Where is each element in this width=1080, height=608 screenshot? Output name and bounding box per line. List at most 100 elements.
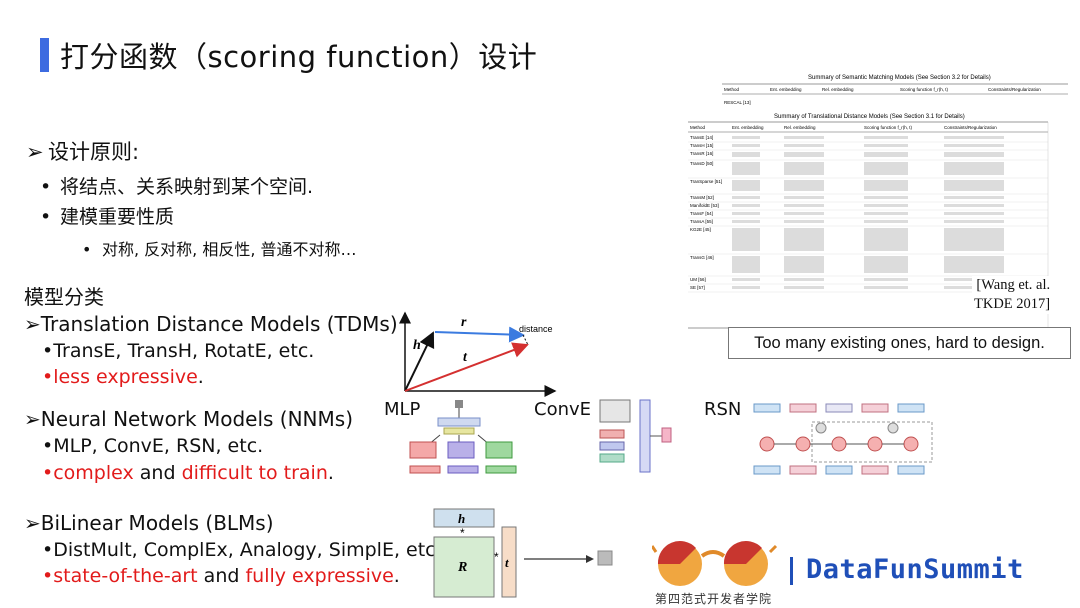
citation-line-2: TKDE 2017] [974, 296, 1051, 312]
table1-header-rel: Rel. embedding [822, 87, 854, 92]
dot-icon: • [42, 435, 54, 457]
table2-row-method: ManifoldE [53] [690, 203, 719, 208]
table2-cell-placeholder [864, 286, 908, 289]
rsn-input-e3 [897, 465, 925, 475]
conve-reshape [599, 399, 631, 423]
mlp-input-h [409, 465, 441, 474]
table2-cell-placeholder [864, 144, 908, 147]
table2-cell-placeholder [732, 162, 760, 175]
table2-cell-placeholder [732, 144, 760, 147]
mlp-diagram [409, 400, 517, 474]
principles-heading: ➢设计原则: [26, 140, 140, 164]
mlp-hidden-bias [443, 427, 475, 435]
table2-cell-placeholder [732, 136, 760, 139]
table2-cell-placeholder [784, 212, 824, 215]
nnm-note: •complex and difficult to train. [42, 462, 334, 484]
distance-line [522, 334, 529, 346]
dot-icon: • [42, 565, 54, 587]
mlp-hidden-layer [437, 417, 481, 427]
table2-cell-placeholder [944, 220, 1004, 223]
table2-cell-placeholder [944, 204, 1004, 207]
principle-sub-bullet: •对称, 反对称, 相反性, 普通不对称… [82, 240, 357, 259]
mlp-weight-t [485, 441, 513, 459]
dot-icon: • [82, 240, 92, 259]
rsn-input-r2 [861, 465, 889, 475]
table2-cell-placeholder [864, 152, 908, 157]
table2-cell-placeholder [944, 136, 1004, 139]
citation: [Wang et. al. TKDE 2017] [972, 276, 1053, 314]
rsn-label: RSN [704, 399, 742, 420]
table2-cell-placeholder [732, 212, 760, 215]
table2-cell-placeholder [944, 196, 1004, 199]
arrow-bullet-icon: ➢ [24, 511, 41, 535]
dot-icon: • [42, 462, 54, 484]
datafun-glasses-logo [652, 541, 778, 586]
table2-cell-placeholder [864, 162, 908, 175]
conve-diagram [599, 399, 672, 473]
blm-note: •state-of-the-art and fully expressive. [42, 565, 400, 587]
arrow-bullet-icon: ➢ [24, 312, 41, 336]
table2-row-method: TransM [52] [690, 195, 714, 200]
r-vector [434, 326, 525, 343]
table2-cell-placeholder [784, 220, 824, 223]
bilinear-diagram: h * R * t [433, 508, 613, 598]
paper-caption: Too many existing ones, hard to design. [728, 327, 1071, 359]
rsn-input-r1 [789, 465, 817, 475]
bilinear-t-vector [501, 526, 517, 598]
mlp-weight-r [447, 441, 475, 459]
bilinear-score [597, 550, 613, 566]
table2-header-method: Method [690, 125, 706, 130]
rsn-unit-box [811, 421, 933, 463]
table2-cell-placeholder [944, 144, 1004, 147]
conve-relation-embed [599, 441, 625, 451]
table2-cell-placeholder [784, 136, 824, 139]
table2-cell-placeholder [784, 256, 824, 273]
table2-cell-placeholder [864, 136, 908, 139]
table2-cell-placeholder [864, 228, 908, 251]
translation-diagram: h r t distance [399, 311, 557, 397]
rsn-node-3 [831, 436, 847, 452]
brand-subtitle: 第四范式开发者学院 [655, 592, 773, 606]
title-accent-bar [40, 38, 49, 72]
conve-feature [599, 453, 625, 463]
bilinear-t-label: t [505, 555, 509, 570]
rsn-top-cell-5 [897, 403, 925, 413]
table2-row-method: TransE [14] [690, 135, 713, 140]
nnm-examples: •MLP, ConvE, RSN, etc. [42, 435, 264, 457]
table2-row-method: KG2E [45] [690, 227, 711, 232]
bilinear-star-1: * [460, 526, 465, 540]
arrow-bullet-icon: ➢ [26, 140, 44, 164]
table2-row-method: SE [57] [690, 285, 705, 290]
table2-cell-placeholder [784, 278, 824, 281]
table2-rows: TransE [14]TransH [15]TransR [16]TransD … [688, 135, 1048, 293]
dot-icon: • [42, 366, 54, 388]
table2-header-constraints: Constraints/Regularization [944, 125, 997, 130]
tdm-heading: ➢Translation Distance Models (TDMs) [24, 312, 398, 336]
table2-row-method: TransD [50] [690, 161, 713, 166]
table2-cell-placeholder [944, 162, 1004, 175]
rsn-combine-1 [815, 422, 827, 434]
table2-cell-placeholder [732, 228, 760, 251]
mlp-weight-h [409, 441, 437, 459]
table2-cell-placeholder [784, 286, 824, 289]
table2-cell-placeholder [784, 228, 824, 251]
tdm-examples: •TransE, TransH, RotatE, etc. [42, 340, 315, 362]
rsn-top-cell-1 [753, 403, 781, 413]
table2-cell-placeholder [784, 204, 824, 207]
rsn-input-e2 [825, 465, 853, 475]
conve-entity-embed [599, 429, 625, 439]
table2-cell-placeholder [732, 196, 760, 199]
bilinear-h-label: h [458, 511, 465, 526]
bilinear-h-vector [433, 508, 495, 528]
table2-cell-placeholder [732, 180, 760, 191]
table2-cell-placeholder [944, 152, 1004, 157]
rsn-diagram [753, 403, 933, 475]
table1-header-method: Method [724, 87, 740, 92]
dot-icon: • [42, 340, 54, 362]
bilinear-R-label: R [457, 560, 467, 575]
rsn-combine-2 [887, 422, 899, 434]
table2-cell-placeholder [944, 228, 1004, 251]
brand-name: DataFunSummit [806, 554, 1024, 585]
principle-bullet-1: •将结点、关系映射到某个空间. [40, 176, 314, 198]
arrow-right-icon [586, 555, 594, 563]
